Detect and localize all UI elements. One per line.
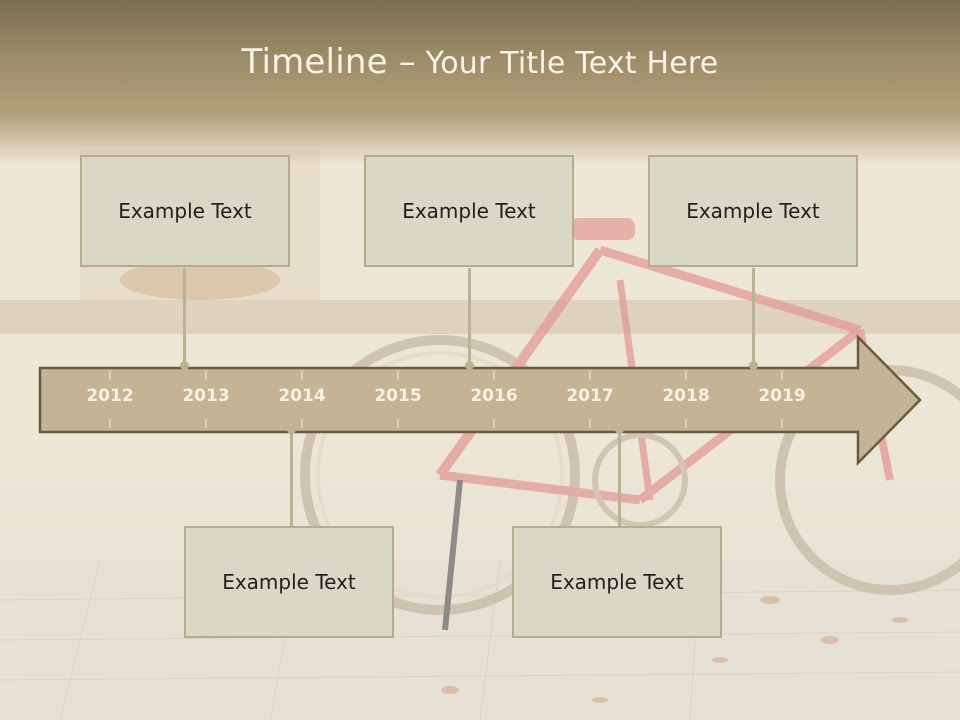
timeline-textbox[interactable]: Example Text: [512, 526, 722, 638]
connector-dot: [615, 425, 624, 434]
year-label: 2014: [278, 386, 326, 406]
connector-line: [618, 430, 621, 527]
textbox-label: Example Text: [118, 199, 252, 223]
title-band: [0, 0, 960, 165]
textbox-label: Example Text: [222, 570, 356, 594]
timeline-textbox[interactable]: Example Text: [648, 155, 858, 267]
year-label: 2016: [470, 386, 518, 406]
connector-dot: [749, 361, 758, 370]
slide-title: Timeline – Your Title Text Here: [0, 42, 960, 82]
textbox-label: Example Text: [402, 199, 536, 223]
year-ticks: [109, 370, 783, 428]
connector-dot: [180, 361, 189, 370]
year-label: 2017: [566, 386, 614, 406]
textbox-label: Example Text: [686, 199, 820, 223]
connector-dot: [287, 425, 296, 434]
connector-line: [468, 268, 471, 366]
year-label: 2015: [374, 386, 422, 406]
year-label: 2013: [182, 386, 230, 406]
timeline-textbox[interactable]: Example Text: [364, 155, 574, 267]
timeline-textbox[interactable]: Example Text: [80, 155, 290, 267]
year-label: 2018: [662, 386, 710, 406]
title-rest: Your Title Text Here: [415, 46, 719, 81]
connector-line: [752, 268, 755, 366]
title-main: Timeline –: [241, 42, 416, 82]
connector-dot: [465, 361, 474, 370]
timeline-textbox[interactable]: Example Text: [184, 526, 394, 638]
year-label: 2012: [86, 386, 134, 406]
connector-line: [183, 268, 186, 366]
connector-line: [290, 430, 293, 527]
year-label: 2019: [758, 386, 806, 406]
textbox-label: Example Text: [550, 570, 684, 594]
arrow-shape: [38, 333, 922, 467]
